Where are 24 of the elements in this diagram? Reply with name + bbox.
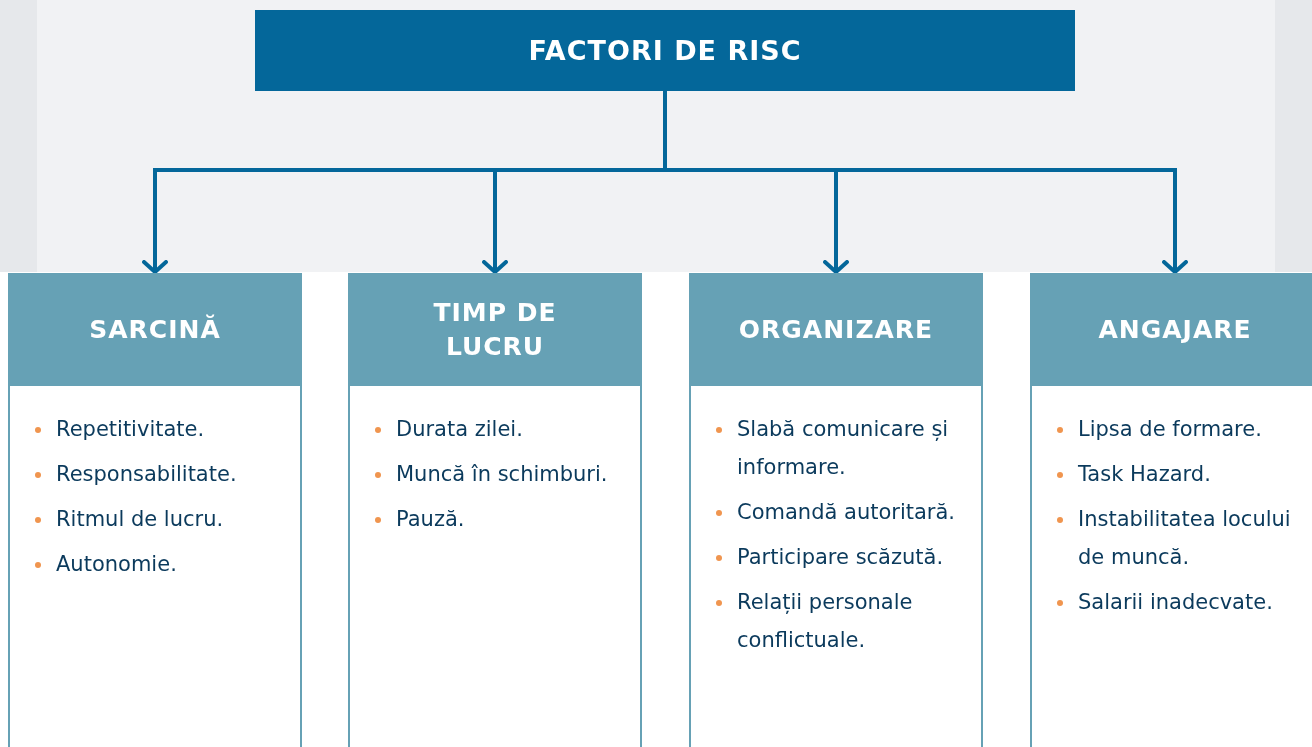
title-box: FACTORI DE RISC bbox=[255, 10, 1075, 91]
list-item: Durata zilei. bbox=[396, 410, 628, 448]
list-item: Task Hazard. bbox=[1078, 455, 1306, 493]
list-item: Instabilitatea locului de muncă. bbox=[1078, 500, 1306, 576]
category-card bbox=[348, 273, 642, 747]
list-item: Repetitivitate. bbox=[56, 410, 288, 448]
category-header: SARCINĂ bbox=[8, 273, 302, 386]
list-item: Responsabilitate. bbox=[56, 455, 288, 493]
list-item: Relații personale conflictuale. bbox=[737, 583, 969, 659]
list-item: Salarii inadecvate. bbox=[1078, 583, 1306, 621]
list-item: Autonomie. bbox=[56, 545, 288, 583]
category-header: TIMP DE LUCRU bbox=[348, 273, 642, 386]
list-item: Slabă comunicare și informare. bbox=[737, 410, 969, 486]
category-card bbox=[689, 273, 983, 747]
list-item: Ritmul de lucru. bbox=[56, 500, 288, 538]
list-item: Pauză. bbox=[396, 500, 628, 538]
category-header: ANGAJARE bbox=[1030, 273, 1312, 386]
category-card bbox=[1030, 273, 1312, 747]
list-item: Comandă autoritară. bbox=[737, 493, 969, 531]
category-header: ORGANIZARE bbox=[689, 273, 983, 386]
category-card bbox=[8, 273, 302, 747]
list-item: Muncă în schimburi. bbox=[396, 455, 628, 493]
list-item: Participare scăzută. bbox=[737, 538, 969, 576]
list-item: Lipsa de formare. bbox=[1078, 410, 1306, 448]
